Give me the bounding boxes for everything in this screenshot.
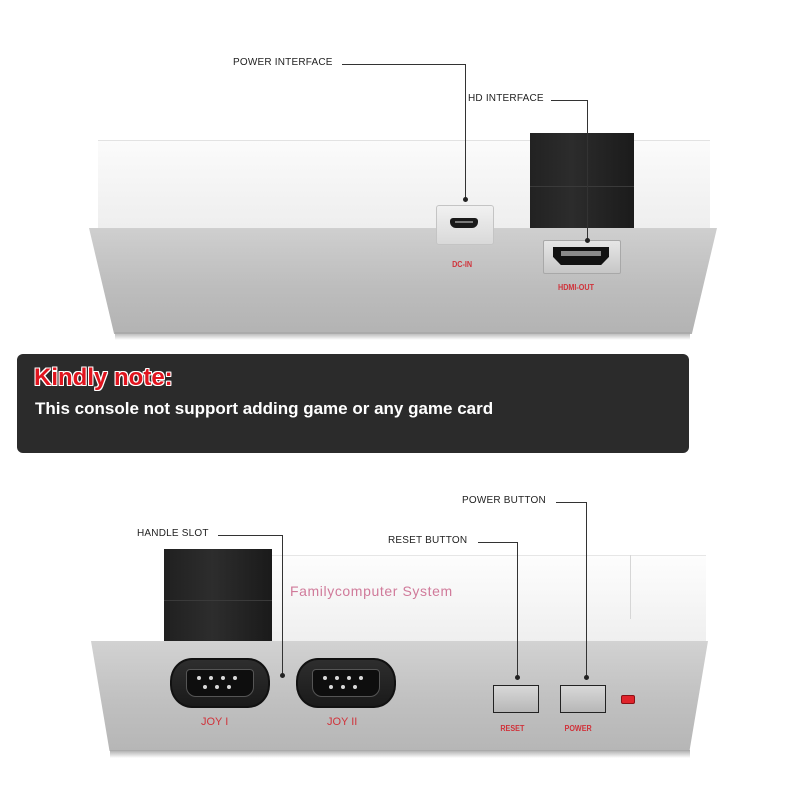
joy-1-port [170, 658, 270, 708]
joy-2-pin [353, 685, 357, 689]
cartridge-block-front-seam [164, 600, 272, 601]
reset-button [493, 685, 539, 713]
joy-1-socket [186, 669, 254, 697]
hd-interface-leader-h [551, 100, 587, 101]
hdmi-port-pins [561, 251, 601, 256]
joy-1-label: JOY I [201, 716, 229, 728]
power-button [560, 685, 606, 713]
console-shadow [115, 332, 690, 340]
brand-label: Familycomputer System [290, 583, 453, 599]
joy-2-pin [359, 676, 363, 680]
joy-2-pin [329, 685, 333, 689]
power-led [621, 695, 635, 704]
console-shadow-front [110, 750, 690, 758]
joy-1-pin [221, 676, 225, 680]
power-button-leader-v [586, 502, 587, 678]
joy-1-pin [215, 685, 219, 689]
joy-1-pin [197, 676, 201, 680]
power-button-marker [584, 675, 589, 680]
joy-1-pin [209, 676, 213, 680]
cartridge-block-seam [530, 186, 634, 187]
console-top-surface-front [270, 555, 706, 648]
console-rear-panel [89, 228, 717, 334]
power-button-callout: POWER BUTTON [462, 495, 546, 506]
power-interface-leader-v [465, 64, 466, 200]
power-interface-marker [463, 197, 468, 202]
joy-2-label: JOY II [327, 716, 358, 728]
note-text: This console not support adding game or … [35, 399, 494, 418]
hd-interface-leader-v [587, 100, 588, 240]
power-button-leader-h [556, 502, 586, 503]
power-label: POWER [564, 724, 592, 733]
joy-2-port [296, 658, 396, 708]
power-interface-callout: POWER INTERFACE [233, 57, 333, 68]
note-banner [17, 354, 689, 453]
dc-in-label: DC-IN [452, 260, 473, 269]
reset-label: RESET [500, 724, 525, 733]
hd-interface-callout: HD INTERFACE [468, 93, 544, 104]
reset-button-marker [515, 675, 520, 680]
joy-1-pin [227, 685, 231, 689]
joy-2-socket [312, 669, 380, 697]
cartridge-block-front [164, 549, 272, 649]
joy-2-pin [347, 676, 351, 680]
joy-1-pin [203, 685, 207, 689]
hdmi-out-label: HDMI-OUT [558, 283, 594, 292]
console-top-edge [630, 555, 631, 619]
reset-button-leader-v [517, 542, 518, 678]
reset-button-leader-h [478, 542, 517, 543]
handle-slot-leader-v [282, 535, 283, 675]
hd-interface-marker [585, 238, 590, 243]
handle-slot-marker [280, 673, 285, 678]
joy-1-pin [233, 676, 237, 680]
handle-slot-leader-h [218, 535, 282, 536]
dc-in-port [450, 218, 478, 228]
joy-2-pin [323, 676, 327, 680]
joy-2-pin [335, 676, 339, 680]
reset-button-callout: RESET BUTTON [388, 535, 468, 546]
note-title: Kindly note: [34, 364, 173, 391]
joy-2-pin [341, 685, 345, 689]
handle-slot-callout: HANDLE SLOT [137, 528, 209, 539]
power-interface-leader-h [342, 64, 465, 65]
hdmi-port [553, 247, 609, 265]
